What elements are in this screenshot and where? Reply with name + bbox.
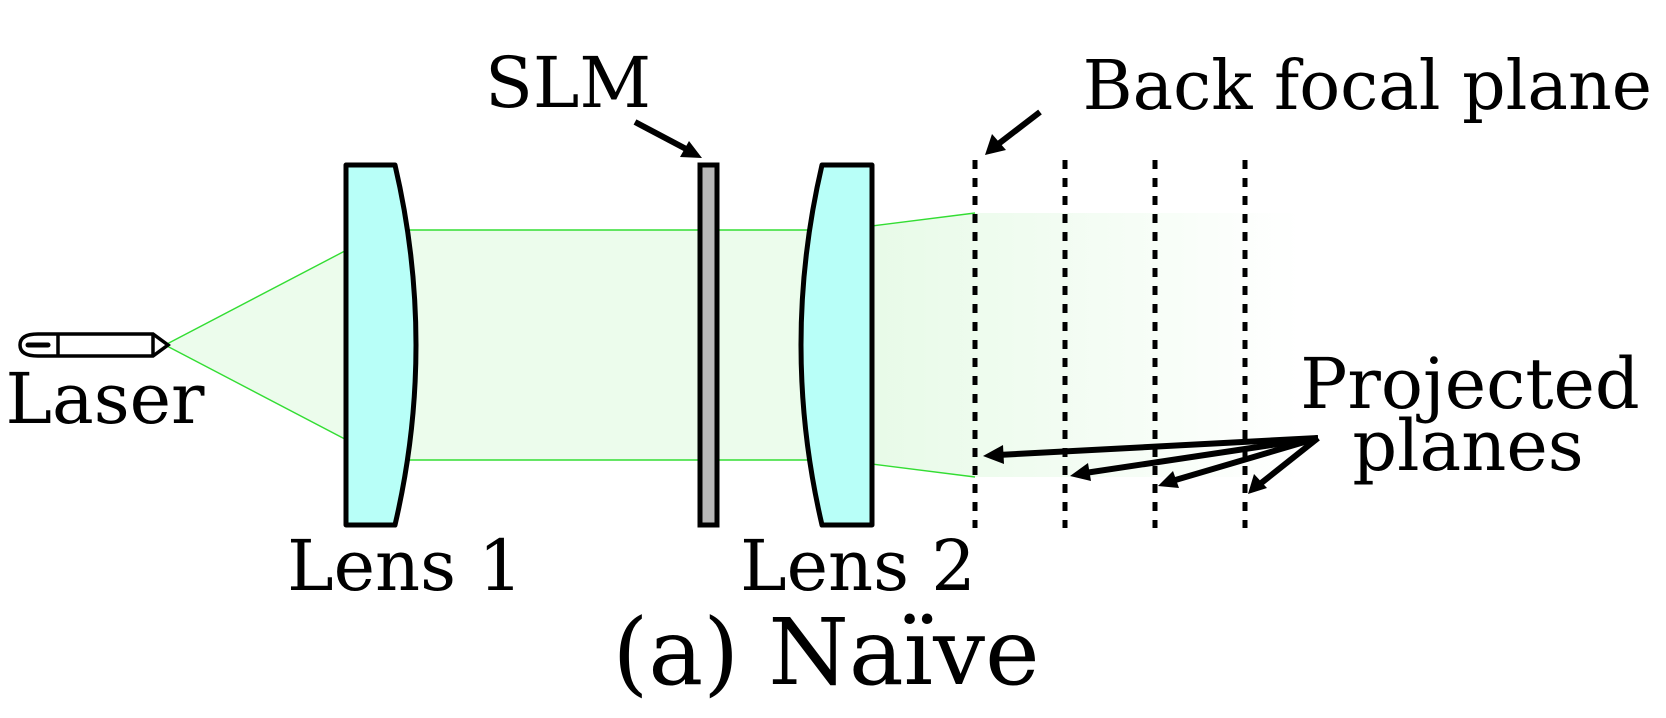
back-focal-plane-arrow (985, 109, 1042, 155)
lens-2-label: Lens 2 (740, 525, 976, 607)
lens-1 (343, 162, 419, 528)
beam-edge-top (164, 212, 976, 346)
figure-caption: (a) Naïve (612, 599, 1039, 706)
slm-label: SLM (485, 42, 651, 124)
laser-label: Laser (5, 358, 205, 440)
projected-planes-arrows (983, 435, 1320, 494)
beam-edge-bottom (164, 344, 976, 478)
laser-icon (18, 332, 171, 358)
projected-planes-label-line2: planes (1352, 405, 1583, 487)
beam-output (840, 213, 1300, 477)
projected-planes-label-line1: Projected (1300, 343, 1639, 425)
lens-2 (798, 162, 875, 528)
lens-1-label: Lens 1 (287, 525, 523, 607)
slm-arrow (633, 119, 702, 158)
slm-element (697, 162, 720, 528)
beam-collimated (385, 230, 840, 460)
back-focal-plane-label: Back focal plane (1083, 47, 1652, 126)
beam-diverging (165, 230, 385, 460)
